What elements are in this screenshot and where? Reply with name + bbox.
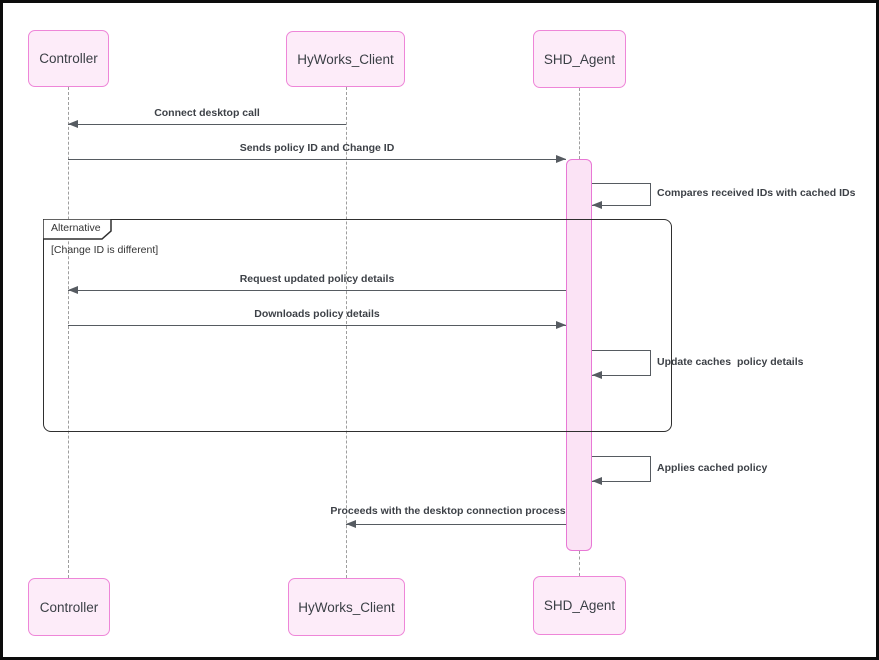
message-line-downloads-policy <box>68 325 566 326</box>
actor-label: Controller <box>39 599 99 615</box>
message-line-proceeds-connection <box>346 524 566 525</box>
actor-box-controller-top: Controller <box>28 30 109 87</box>
self-message-label-compares-ids: Compares received IDs with cached IDs <box>657 187 856 199</box>
lifeline-hyworks-client <box>346 87 347 578</box>
alt-frame-condition: [Change ID is different] <box>51 244 159 256</box>
actor-label: SHD_Agent <box>543 51 616 67</box>
lifeline-controller <box>68 87 69 578</box>
self-message-box-compares-ids <box>592 183 651 206</box>
self-message-label-update-caches: Update caches policy details <box>657 356 804 368</box>
arrowhead-left-icon <box>346 520 356 528</box>
alt-frame <box>43 219 672 432</box>
arrowhead-left-icon <box>592 371 602 379</box>
arrowhead-left-icon <box>592 201 602 209</box>
message-label-request-updated-policy: Request updated policy details <box>239 273 395 285</box>
message-line-sends-policy-id <box>68 159 566 160</box>
message-line-connect-desktop-call <box>68 124 346 125</box>
actor-label: Controller <box>39 51 98 66</box>
arrowhead-left-icon <box>68 286 78 294</box>
arrowhead-left-icon <box>68 120 78 128</box>
actor-label: HyWorks_Client <box>297 51 394 67</box>
actor-label: SHD_Agent <box>543 598 616 613</box>
lifeline-shd-agent-lower <box>579 551 580 576</box>
arrowhead-left-icon <box>592 477 602 485</box>
self-message-box-update-caches <box>592 350 651 376</box>
actor-box-shd-agent-top: SHD_Agent <box>533 30 626 88</box>
alt-frame-tab <box>42 218 112 240</box>
lifeline-shd-agent-upper <box>579 88 580 159</box>
message-label-proceeds-connection: Proceeds with the desktop connection pro… <box>330 505 566 517</box>
actor-box-controller-bottom: Controller <box>28 578 110 636</box>
self-message-label-applies-policy: Applies cached policy <box>657 462 768 474</box>
arrowhead-right-icon <box>556 155 566 163</box>
message-label-downloads-policy: Downloads policy details <box>254 308 380 320</box>
message-label-sends-policy-id: Sends policy ID and Change ID <box>239 142 395 154</box>
self-message-box-applies-policy <box>592 456 651 482</box>
activation-bar-shd-agent <box>566 159 592 551</box>
actor-box-shd-agent-bottom: SHD_Agent <box>533 576 626 635</box>
alt-frame-label: Alternative <box>51 222 101 234</box>
actor-label: HyWorks_Client <box>298 599 395 615</box>
message-line-request-updated-policy <box>68 290 566 291</box>
actor-box-hyworks-client-top: HyWorks_Client <box>286 31 405 87</box>
message-label-connect-desktop-call: Connect desktop call <box>154 107 260 119</box>
arrowhead-right-icon <box>556 321 566 329</box>
actor-box-hyworks-client-bottom: HyWorks_Client <box>288 578 405 636</box>
